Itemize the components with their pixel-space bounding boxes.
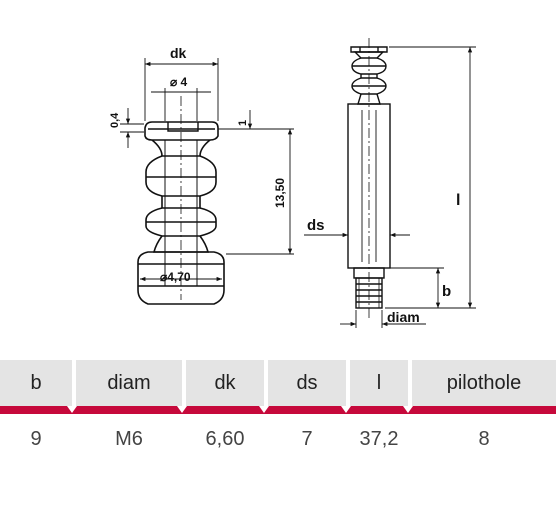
value-ds: 7 [301,427,313,450]
dk-dimension-left [144,58,219,121]
bore-dimension [151,88,211,121]
accent-notch [259,406,269,413]
diam-label: diam [387,309,420,325]
base-diameter-label: ⌀4,70 [160,270,191,284]
value-pilothole: 8 [478,427,490,450]
accent-notch [177,406,187,413]
ds-label: ds [307,217,325,234]
diam-dimension [340,310,426,328]
header-ds: ds [268,360,346,406]
value-b: 9 [30,427,42,450]
accent-notch [403,406,413,413]
value-dk: 6,60 [205,427,245,450]
accent-bar [0,406,556,414]
offset-dimension [120,108,144,148]
value-l: 37,2 [359,427,399,450]
l-dimension [385,46,476,309]
l-label: l [456,192,460,209]
dk-label-left: dk [170,45,187,61]
header-pilothole: pilothole [412,360,556,406]
header-dk: dk [186,360,264,406]
spec-table: b diam dk ds l pilothole 9 M6 6,60 7 37,… [0,360,556,464]
header-b: b [0,360,72,406]
header-diam: diam [76,360,182,406]
bore-diameter-label: ⌀ 4 [170,75,188,89]
b-label: b [442,283,451,300]
table-value-row: 9 M6 6,60 7 37,2 8 [0,414,556,464]
accent-notch [341,406,351,413]
technical-drawing: dk ⌀ 4 0,4 1 13,50 ⌀4,70 [109,38,476,328]
offset-label: 0,4 [109,112,121,128]
accent-notch [67,406,77,413]
b-dimension [386,267,444,308]
table-header-row: b diam dk ds l pilothole [0,360,556,406]
one-label: 1 [237,120,249,126]
height-dimension [218,128,294,255]
value-diam: M6 [115,427,143,450]
height-label: 13,50 [273,178,287,208]
header-l: l [350,360,408,406]
